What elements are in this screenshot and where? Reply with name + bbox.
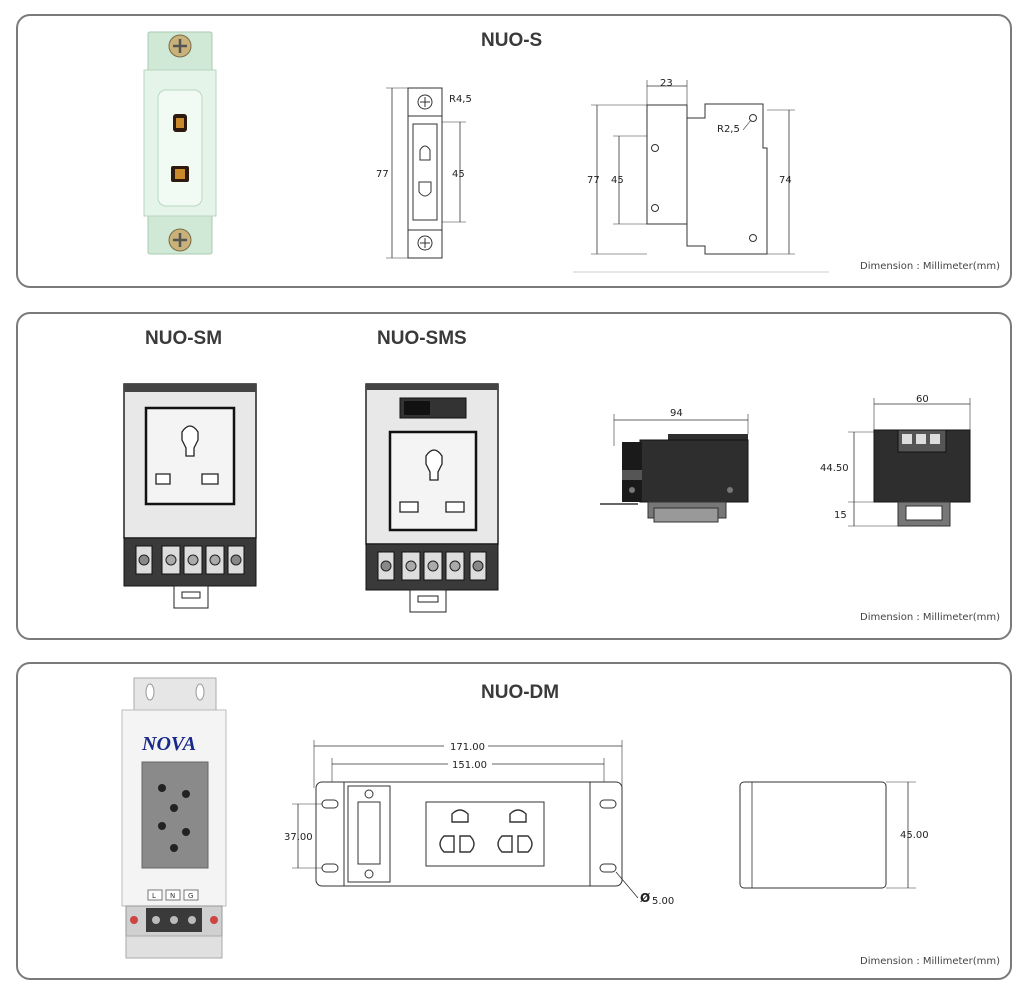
nuo-sm-side-drawing: 94 <box>600 408 749 523</box>
dimension-unit-note: Dimension : Millimeter(mm) <box>860 261 1000 272</box>
nuo-dm-side-drawing: 45.00 <box>739 781 929 889</box>
nuo-sm-side-dim-94: 94 <box>670 408 683 419</box>
nuo-sms-title: NUO-SMS <box>377 328 467 349</box>
nuo-s-front-drawing: 77 45 R4,5 <box>376 87 472 259</box>
terminal-label-l: L <box>152 892 156 900</box>
terminal-label-g: G <box>188 892 193 900</box>
nuo-s-product-photo <box>143 31 217 255</box>
dimension-unit-note: Dimension : Millimeter(mm) <box>860 612 1000 623</box>
nuo-s-side-dim-r25: R2,5 <box>717 124 740 135</box>
nuo-s-side-dim-74: 74 <box>779 175 792 186</box>
nuo-dm-title: NUO-DM <box>481 682 560 703</box>
nuo-sms-front-drawing <box>365 383 499 613</box>
nuo-s-title: NUO-S <box>481 30 543 51</box>
nuo-s-side-dim-77: 77 <box>587 175 600 186</box>
terminal-label-n: N <box>170 892 175 900</box>
nuo-dm-product-photo: NOVA L N G <box>121 677 227 959</box>
nuo-dm-side-dim-45: 45.00 <box>900 830 929 841</box>
nuo-dm-dim-171: 171.00 <box>450 742 485 753</box>
nuo-s-front-dim-77: 77 <box>376 169 389 180</box>
nuo-sm-back-dim-60: 60 <box>916 394 929 405</box>
nuo-s-front-dim-r45: R4,5 <box>449 94 472 105</box>
nuo-sm-back-dim-15: 15 <box>834 510 847 521</box>
nuo-dm-dim-hole: 5.00 <box>652 896 674 907</box>
nuo-dm-dim-37: 37.00 <box>284 832 313 843</box>
nuo-sm-back-drawing: 60 44.50 15 <box>820 394 971 527</box>
nuo-s-side-drawing: 23 77 45 74 R2,5 <box>573 78 829 273</box>
nuo-dm-dim-151: 151.00 <box>452 760 487 771</box>
dimension-unit-note: Dimension : Millimeter(mm) <box>860 956 1000 967</box>
nuo-sm-front-drawing <box>123 383 257 609</box>
hole-diameter-symbol: Ø <box>640 891 650 905</box>
nova-logo: NOVA <box>141 733 196 755</box>
nuo-sm-back-dim-4450: 44.50 <box>820 463 849 474</box>
nuo-dm-plan-drawing: 171.00 151.00 37.00 Ø 5.00 <box>284 740 674 907</box>
nuo-s-side-dim-23: 23 <box>660 78 673 89</box>
nuo-s-front-dim-45: 45 <box>452 169 465 180</box>
nuo-sm-title: NUO-SM <box>145 328 223 349</box>
nuo-s-side-dim-45: 45 <box>611 175 624 186</box>
